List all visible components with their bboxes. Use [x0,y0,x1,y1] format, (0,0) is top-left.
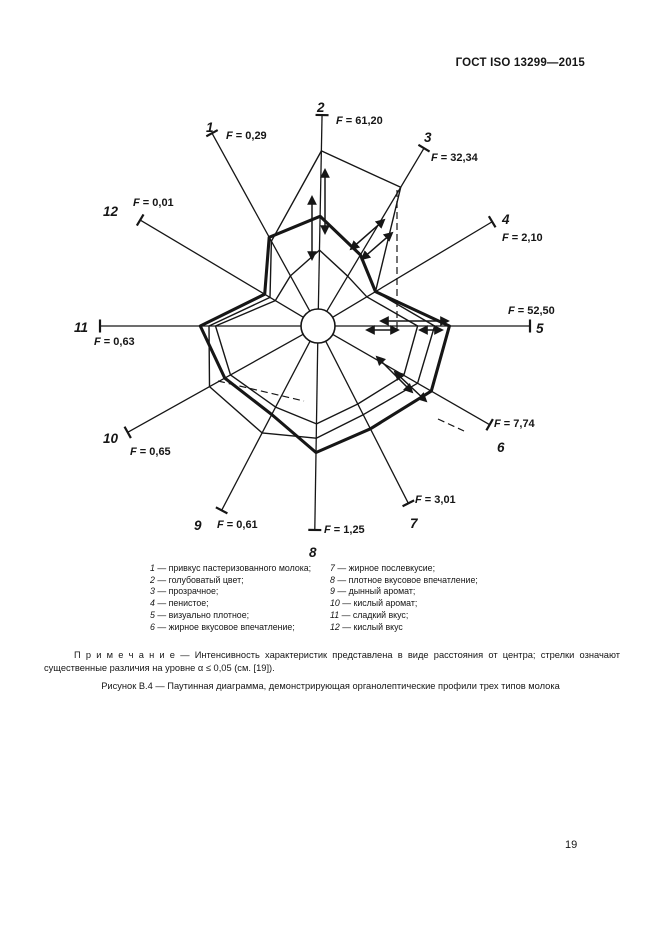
axis-number-7: 7 [410,516,419,531]
axis-tick-7 [402,499,415,508]
legend-column-2: 7 — жирное послевкусие;8 — плотное вкусо… [330,563,478,633]
legend-item-11: 11 — сладкий вкус; [330,609,409,620]
axis-tick-9 [215,506,228,515]
legend-item-4: 4 — пенистое; [150,598,209,609]
axis-line-4 [332,221,493,318]
axis-line-8 [314,342,319,530]
axis-number-4: 4 [501,212,510,227]
legend-item-8: 8 — плотное вкусовое впечатление; [330,574,478,585]
legend-item-6: 6 — жирное вкусовое впечатление; [150,621,295,632]
axis-tick-4 [487,215,497,228]
milk-profile-2 [208,150,436,439]
figure-legend: 1 — привкус пастеризованного молока;2 — … [150,563,478,633]
axis-line-2 [317,115,323,310]
legend-item-12: 12 — кислый вкус [330,621,403,632]
legend-item-2: 2 — голубоватый цвет; [150,574,244,585]
axis-tick-1 [205,129,219,138]
axis-number-11: 11 [74,320,88,335]
figure-caption: Рисунок В.4 — Паутинная диаграмма, демон… [101,681,560,691]
axis-number-5: 5 [536,321,544,336]
milk-profile-3 [214,249,419,425]
axis-number-10: 10 [103,431,119,446]
note: П р и м е ч а н и е — Интенсивность хара… [44,649,620,674]
axis-number-12: 12 [103,204,119,219]
axis-tick-3 [417,143,431,153]
axis-fvalue-2: F = 61,20 [336,115,383,127]
axis-tick-10 [123,426,132,439]
axis-number-1: 1 [206,120,214,135]
axis-tick-6 [485,418,494,431]
legend-item-3: 3 — прозрачное; [150,586,219,597]
note-label: П р и м е ч а н и е [74,650,175,660]
dashed-line-2 [217,380,305,402]
header-title: ГОСТ ISO 13299—2015 [455,57,585,69]
center-circle [300,308,336,344]
axis-number-6: 6 [497,440,505,455]
axis-line-7 [325,340,409,504]
note-text: — Интенсивность характеристик представле… [44,650,620,673]
axis-line-3 [326,147,425,312]
axis-line-10 [127,333,304,433]
significance-arrow-4 [360,231,394,261]
axis-line-9 [221,340,311,511]
page-number: 19 [565,839,578,851]
axis-line-12 [139,219,304,318]
axis-number-3: 3 [424,130,432,145]
significance-arrow-9 [393,370,428,403]
axis-number-8: 8 [309,545,317,560]
page-header: ГОСТ ISO 13299—2015 [0,57,585,69]
axis-fvalue-4: F = 2,10 [502,232,543,244]
legend-item-5: 5 — визуально плотное; [150,609,250,620]
axis-fvalue-6: F = 7,74 [494,418,536,430]
legend-item-7: 7 — жирное послевкусие; [330,563,436,573]
legend-item-9: 9 — дынный аромат; [330,586,416,597]
axis-fvalue-11: F = 0,63 [94,336,135,348]
dashed-line-3 [437,418,465,432]
axis-fvalue-5: F = 52,50 [508,305,555,317]
axis-tick-12 [135,213,145,227]
legend-column-1: 1 — привкус пастеризованного молока;2 — … [150,563,330,633]
axis-fvalue-9: F = 0,61 [217,519,258,531]
axis-fvalue-1: F = 0,29 [226,130,267,142]
legend-item-10: 10 — кислый аромат; [330,598,418,609]
milk-profile-1 [198,214,451,455]
axis-number-2: 2 [316,100,325,115]
axis-line-1 [211,132,311,312]
axis-fvalue-3: F = 32,34 [431,152,479,164]
axis-fvalue-8: F = 1,25 [324,524,365,536]
axis-number-9: 9 [194,518,202,533]
legend-item-1: 1 — привкус пастеризованного молока; [150,563,312,573]
axis-fvalue-7: F = 3,01 [415,494,456,506]
axis-fvalue-12: F = 0,01 [133,197,174,209]
axis-fvalue-10: F = 0,65 [130,446,171,458]
